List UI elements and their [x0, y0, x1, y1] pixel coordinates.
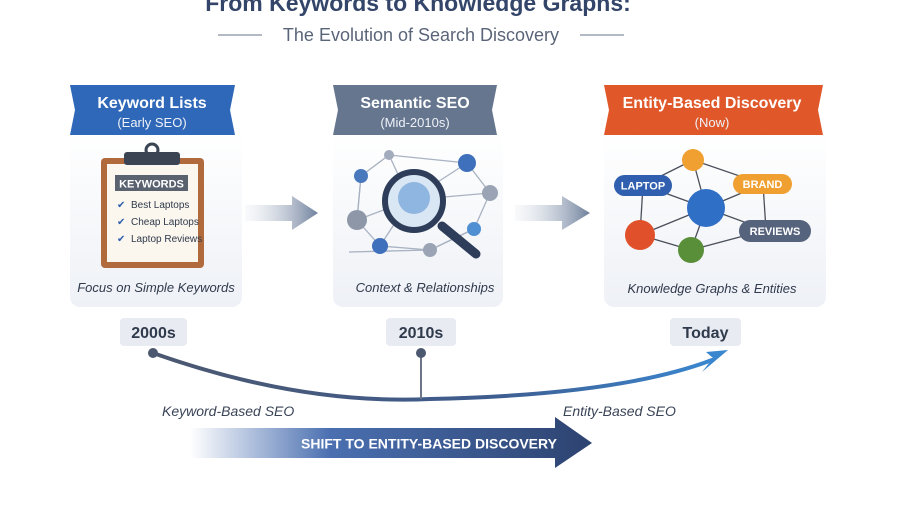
check-icon: ✔ [117, 217, 125, 228]
clipboard-icon: KEYWORDS ✔ Best Laptops ✔ Cheap Laptops … [101, 142, 204, 268]
banner-subtitle: (Now) [695, 115, 730, 130]
year-label: 2000s [131, 325, 176, 342]
svg-text:LAPTOP: LAPTOP [621, 181, 665, 193]
shift-label: SHIFT TO ENTITY-BASED DISCOVERY [301, 436, 558, 452]
year-badge-2000s [120, 318, 187, 346]
banner-semantic-seo: Semantic SEO (Mid-2010s) [333, 85, 497, 135]
knowledge-graph-nodes [625, 149, 725, 263]
banner-keyword-lists: Keyword Lists (Early SEO) [70, 85, 235, 135]
shift-arrow [190, 417, 592, 468]
check-icon: ✔ [117, 200, 125, 211]
timeline-curve [151, 351, 714, 402]
banner-title: Keyword Lists [97, 95, 206, 112]
keyword-item: Cheap Laptops [131, 217, 199, 228]
year-label: Today [683, 325, 729, 342]
banner-entity-discovery: Entity-Based Discovery (Now) [604, 85, 823, 135]
svg-text:BRAND: BRAND [743, 179, 783, 191]
stage-caption: Context & Relationships [356, 280, 495, 295]
keyword-item: Best Laptops [131, 200, 189, 211]
clipboard-heading: KEYWORDS [119, 179, 184, 191]
banner-title: Entity-Based Discovery [623, 95, 802, 112]
page-title: From Keywords to Knowledge Graphs: [205, 0, 631, 16]
node-brand: BRAND [733, 174, 792, 194]
timeline-dot-2000s [148, 348, 158, 358]
svg-text:REVIEWS: REVIEWS [750, 226, 801, 238]
year-label: 2010s [399, 325, 444, 342]
semantic-nodes [347, 150, 498, 257]
era-label-keyword: Keyword-Based SEO [162, 403, 294, 419]
check-icon: ✔ [117, 234, 125, 245]
timeline-arrowhead [702, 350, 728, 372]
banner-title: Semantic SEO [360, 95, 469, 112]
era-label-entity: Entity-Based SEO [563, 403, 676, 419]
banner-subtitle: (Mid-2010s) [380, 115, 449, 130]
keyword-item: Laptop Reviews [131, 234, 202, 245]
stage-caption: Focus on Simple Keywords [77, 280, 235, 295]
node-laptop: LAPTOP [614, 175, 672, 196]
year-badge-2010s [386, 318, 456, 346]
stage-arrow-1 [245, 196, 318, 230]
stage-arrow-2 [515, 196, 590, 230]
stage-caption: Knowledge Graphs & Entities [627, 281, 797, 296]
magnifier-icon [382, 169, 481, 259]
year-badge-today [670, 318, 741, 346]
node-reviews: REVIEWS [739, 220, 811, 242]
page-subtitle: The Evolution of Search Discovery [283, 25, 559, 45]
banner-subtitle: (Early SEO) [117, 115, 186, 130]
timeline-dot-2010s [416, 348, 426, 358]
